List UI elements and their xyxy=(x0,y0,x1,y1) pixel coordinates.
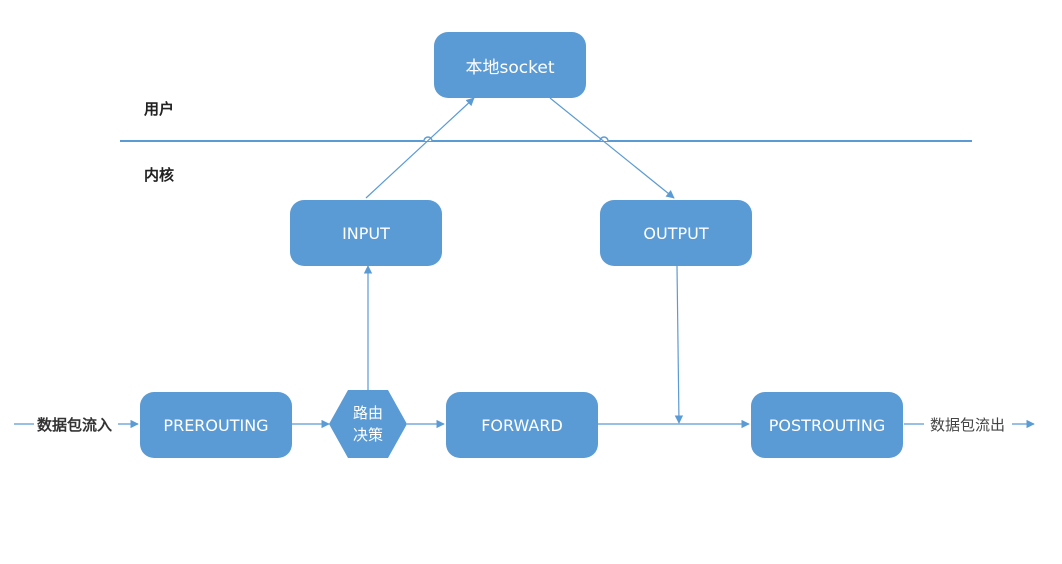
packet-out-label: 数据包流出 xyxy=(930,416,1006,434)
arrow-input-to-socket xyxy=(365,97,475,199)
user-space-label: 用户 xyxy=(144,100,175,118)
kernel-space-label: 内核 xyxy=(144,166,175,184)
output-chain-node: OUTPUT xyxy=(600,200,752,266)
routing-decision-line1: 路由 xyxy=(352,404,383,422)
routing-decision-hexagon xyxy=(329,390,407,458)
forward-chain-node: FORWARD xyxy=(446,392,598,458)
routing-decision-line2: 决策 xyxy=(352,426,383,444)
prerouting-chain-node: PREROUTING xyxy=(140,392,292,458)
arrow-output-to-postrouting-path xyxy=(674,265,684,424)
input-chain-node: INPUT xyxy=(290,200,442,266)
routing-decision-label: 路由 决策 xyxy=(329,402,407,446)
local-socket-node: 本地socket xyxy=(434,32,586,98)
postrouting-chain-node: POSTROUTING xyxy=(751,392,903,458)
arrow-socket-to-output xyxy=(549,97,675,199)
packet-in-label: 数据包流入 xyxy=(37,416,113,434)
